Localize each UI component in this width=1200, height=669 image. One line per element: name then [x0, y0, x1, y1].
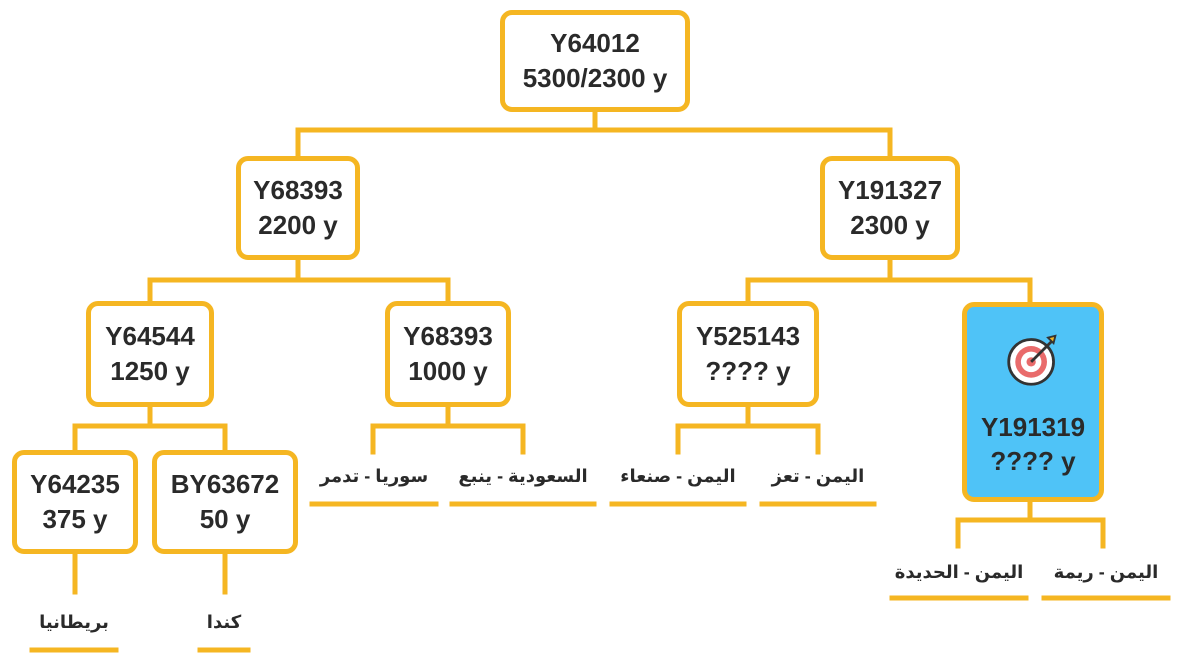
node-id: Y68393	[403, 321, 493, 352]
y64544-connector	[72, 402, 228, 455]
node-age: 2200 y	[258, 210, 338, 240]
node-y191327: Y191327 2300 y	[820, 156, 960, 260]
node-id: Y64235	[30, 469, 120, 500]
location-yemen-hodeidah: اليمن - الحديدة	[894, 562, 1024, 582]
node-age: 375 y	[42, 504, 108, 534]
node-age: 1250 y	[110, 356, 190, 386]
location-yemen-raymah: اليمن - ريمة	[1053, 562, 1159, 582]
y525143-connector	[675, 402, 821, 455]
node-by63672: BY63672 50 y	[152, 450, 298, 554]
root-connector	[295, 107, 893, 161]
node-id: Y64012	[550, 28, 640, 59]
y191319-connector	[955, 497, 1106, 549]
node-age: 2300 y	[850, 210, 930, 240]
node-y64235: Y64235 375 y	[12, 450, 138, 554]
node-id: Y64544	[105, 321, 195, 352]
location-yemen-sanaa: اليمن - صنعاء	[620, 466, 736, 486]
node-id: Y191327	[837, 175, 943, 206]
location-canada: كندا	[206, 612, 242, 632]
node-y525143: Y525143 ???? y	[677, 301, 819, 407]
location-saudi-yanbu: السعودية - ينبع	[458, 466, 588, 486]
node-root-y64012: Y64012 5300/2300 y	[500, 10, 690, 112]
node-y191319-target: Y191319 ???? y	[962, 302, 1104, 502]
left-branch-connector	[147, 255, 451, 306]
location-syria-palmyra: سوريا - تدمر	[319, 466, 429, 486]
location-britain: بريطانيا	[39, 612, 109, 632]
node-id: Y191319	[980, 411, 1086, 442]
node-id: BY63672	[170, 469, 280, 500]
node-y68393-1000: Y68393 1000 y	[385, 301, 511, 407]
node-id: Y525143	[695, 321, 801, 352]
node-age: ???? y	[990, 446, 1076, 477]
node-id: Y68393	[253, 175, 343, 206]
location-yemen-taiz: اليمن - تعز	[771, 466, 865, 486]
node-age: 5300/2300 y	[522, 63, 668, 93]
node-age: ???? y	[705, 356, 791, 386]
node-age: 50 y	[199, 504, 251, 534]
node-y64544: Y64544 1250 y	[86, 301, 214, 407]
node-y68393-2200: Y68393 2200 y	[236, 156, 360, 260]
node-age: 1000 y	[408, 356, 488, 386]
y68393-child-connector	[370, 402, 526, 455]
right-branch-connector	[745, 255, 1033, 306]
target-icon	[1007, 334, 1057, 386]
